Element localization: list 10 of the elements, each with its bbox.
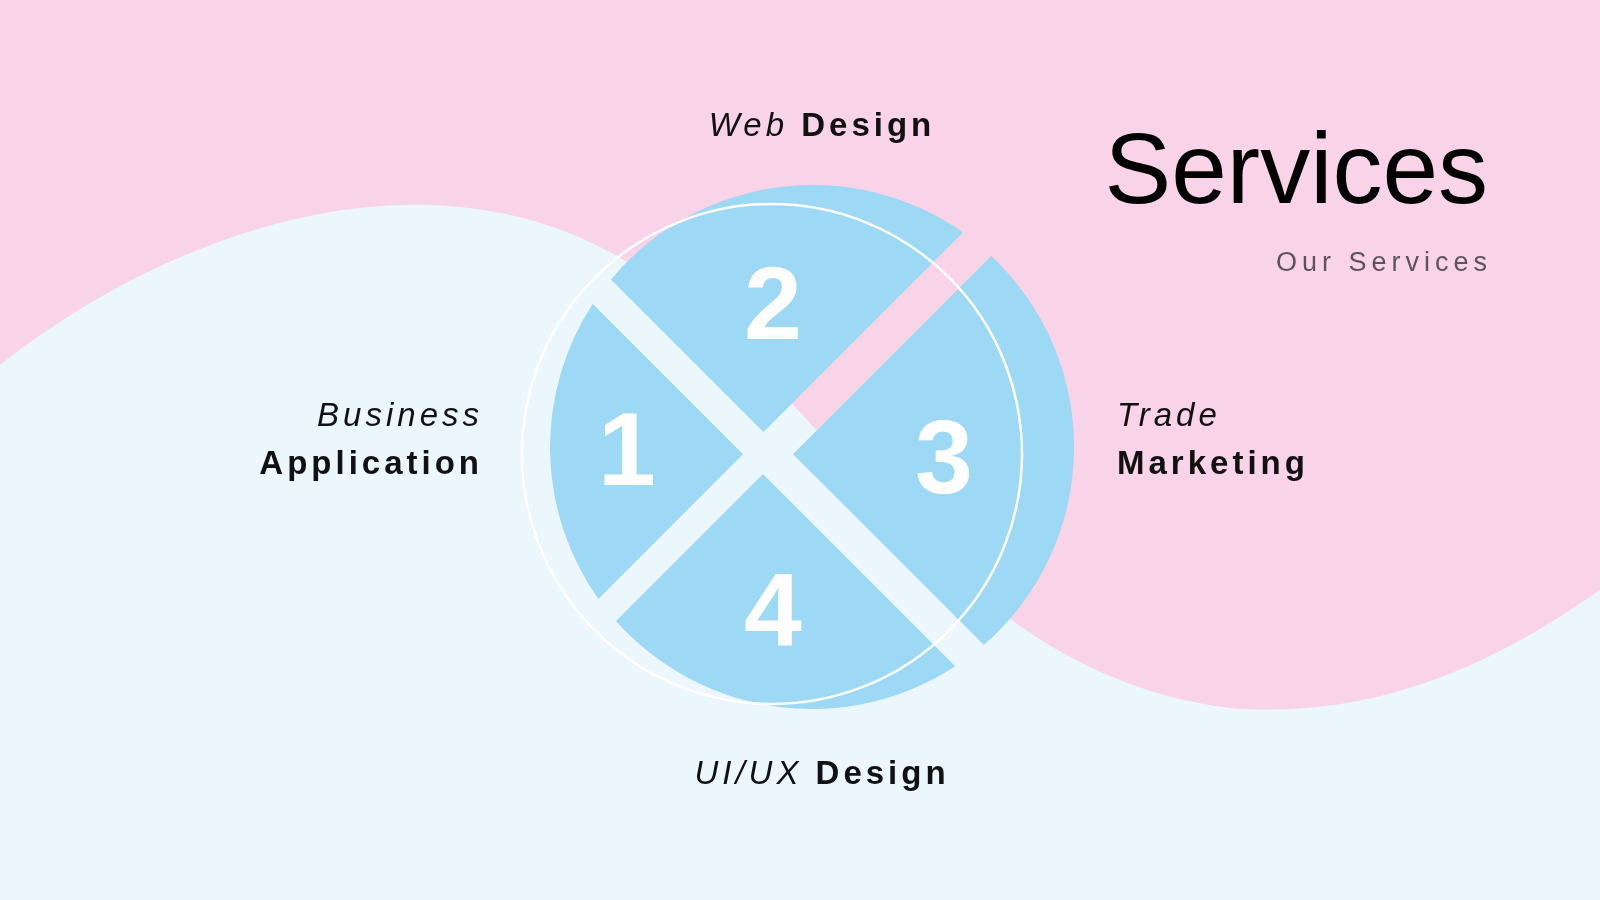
service-label: Trade Marketing	[1117, 395, 1309, 483]
quadrant-number: 2	[744, 251, 802, 355]
service-label: UI/UX Design	[694, 753, 950, 793]
title: Services	[1104, 118, 1488, 218]
quadrant-number: 1	[598, 397, 656, 501]
service-label: Web Design	[708, 105, 936, 145]
service-label: Business Application	[259, 395, 483, 483]
subtitle: Our Services	[1275, 246, 1492, 279]
quadrant-number: 4	[744, 558, 802, 662]
quadrant-number: 3	[915, 405, 973, 509]
